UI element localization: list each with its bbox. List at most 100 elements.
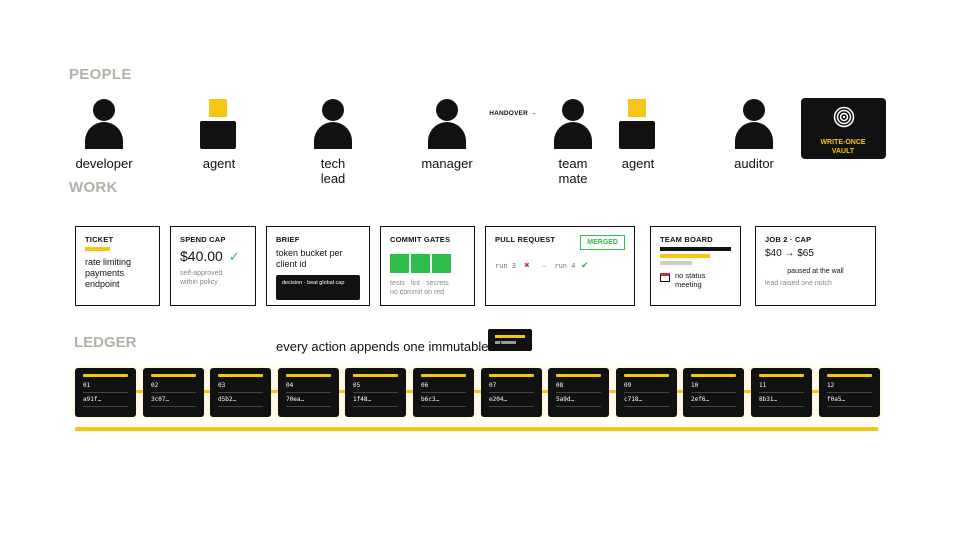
person-tech-lead: tech lead <box>278 99 388 186</box>
job2-title: JOB 2 · CAP <box>765 235 812 244</box>
person-label: manager <box>421 156 473 171</box>
check-icon: ✔ <box>581 258 589 271</box>
block-divider <box>83 406 128 407</box>
block-accent-line <box>286 374 331 377</box>
block-hash: c718… <box>624 396 643 403</box>
person-icon <box>553 99 593 151</box>
block-link <box>609 390 616 393</box>
person-icon <box>734 99 774 151</box>
block-hash: b6c3… <box>421 396 440 403</box>
run-failed: run 3 <box>495 262 517 270</box>
commit-gates-note1: tests · lint · secrets <box>390 280 449 287</box>
person-team-mate: team mate <box>518 99 628 186</box>
commit-gates-note2: no commit on red <box>390 289 445 296</box>
ledger-caption: every action appends one immutable block <box>276 339 523 354</box>
ticket-text: rate limiting payments endpoint <box>85 257 132 289</box>
vault-label: WRITE-ONCE VAULT <box>820 139 866 155</box>
person-auditor: auditor <box>699 99 809 171</box>
person-label: auditor <box>734 156 774 171</box>
block-hash: e204… <box>489 396 508 403</box>
commit-gates-card: COMMIT GATES tests · lint · secrets no c… <box>380 226 475 306</box>
calendar-icon <box>660 273 670 282</box>
block-accent-line <box>624 374 669 377</box>
person-icon <box>84 99 124 151</box>
block-link <box>271 390 278 393</box>
x-icon: ✖ <box>524 261 530 271</box>
block-divider <box>691 392 736 393</box>
person-label: team mate <box>558 156 588 186</box>
block-accent-line <box>827 374 872 377</box>
pull-request-card: PULL REQUEST MERGED run 3 ✖ → run 4 ✔ <box>485 226 635 306</box>
block-hash: d5b2… <box>218 396 237 403</box>
block-divider <box>421 392 466 393</box>
block-number: 03 <box>218 382 226 389</box>
agent-icon <box>199 99 239 151</box>
check-icon: ✓ <box>228 249 240 264</box>
ledger-block: 10 2ef6… <box>683 368 744 417</box>
block-accent-line <box>421 374 466 377</box>
agent-icon <box>618 99 658 151</box>
block-accent-line <box>556 374 601 377</box>
block-hash: 5a9d… <box>556 396 575 403</box>
block-divider <box>624 392 669 393</box>
block-link <box>136 390 143 393</box>
brief-card: BRIEF token bucket per client id decisio… <box>266 226 370 306</box>
board-bar-yellow <box>660 254 710 258</box>
block-divider <box>286 392 331 393</box>
block-hash: 3c07… <box>151 396 170 403</box>
spend-cap-note: self-approved within policy <box>180 270 223 286</box>
block-accent-line <box>218 374 263 377</box>
block-divider <box>218 406 263 407</box>
block-divider <box>556 406 601 407</box>
ticket-accent-bar <box>85 247 110 251</box>
block-number: 10 <box>691 382 699 389</box>
block-accent-line <box>83 374 128 377</box>
brief-title: BRIEF <box>276 235 300 244</box>
block-hash: 1f48… <box>353 396 372 403</box>
block-accent-line <box>489 374 534 377</box>
block-divider <box>691 406 736 407</box>
block-link <box>406 390 413 393</box>
block-divider <box>624 406 669 407</box>
block-divider <box>489 392 534 393</box>
write-once-vault: WRITE-ONCE VAULT <box>801 98 886 159</box>
person-icon <box>427 99 467 151</box>
agent-label: agent <box>202 156 236 171</box>
block-link <box>677 390 684 393</box>
person-label: tech lead <box>320 156 346 186</box>
block-divider <box>421 406 466 407</box>
gate-lint-icon <box>411 254 430 273</box>
spend-cap-title: SPEND CAP <box>180 235 226 244</box>
handover-card-icon <box>488 329 532 351</box>
agent-2: agent <box>583 99 693 171</box>
block-hash: 70ea… <box>286 396 305 403</box>
run-passed: run 4 <box>554 262 576 270</box>
block-number: 04 <box>286 382 294 389</box>
ledger-block: 03 d5b2… <box>210 368 271 417</box>
block-hash: 2ef6… <box>691 396 710 403</box>
ticket-card: TICKET rate limiting payments endpoint <box>75 226 160 306</box>
block-accent-line <box>759 374 804 377</box>
brief-text: token bucket per client id <box>276 248 343 269</box>
ledger-block: 04 70ea… <box>278 368 339 417</box>
block-link <box>812 390 819 393</box>
block-divider <box>83 392 128 393</box>
job2-cap-card: JOB 2 · CAP $40 → $65 paused at the wall… <box>755 226 876 306</box>
person-icon <box>313 99 353 151</box>
block-number: 02 <box>151 382 159 389</box>
block-hash: 8b31… <box>759 396 778 403</box>
block-number: 11 <box>759 382 767 389</box>
gate-tests-icon <box>390 254 409 273</box>
block-link <box>474 390 481 393</box>
team-board-title: TEAM BOARD <box>660 235 713 244</box>
block-link <box>744 390 751 393</box>
chain-line <box>75 427 878 431</box>
block-divider <box>827 406 872 407</box>
handover: HANDOVER → <box>488 103 538 351</box>
